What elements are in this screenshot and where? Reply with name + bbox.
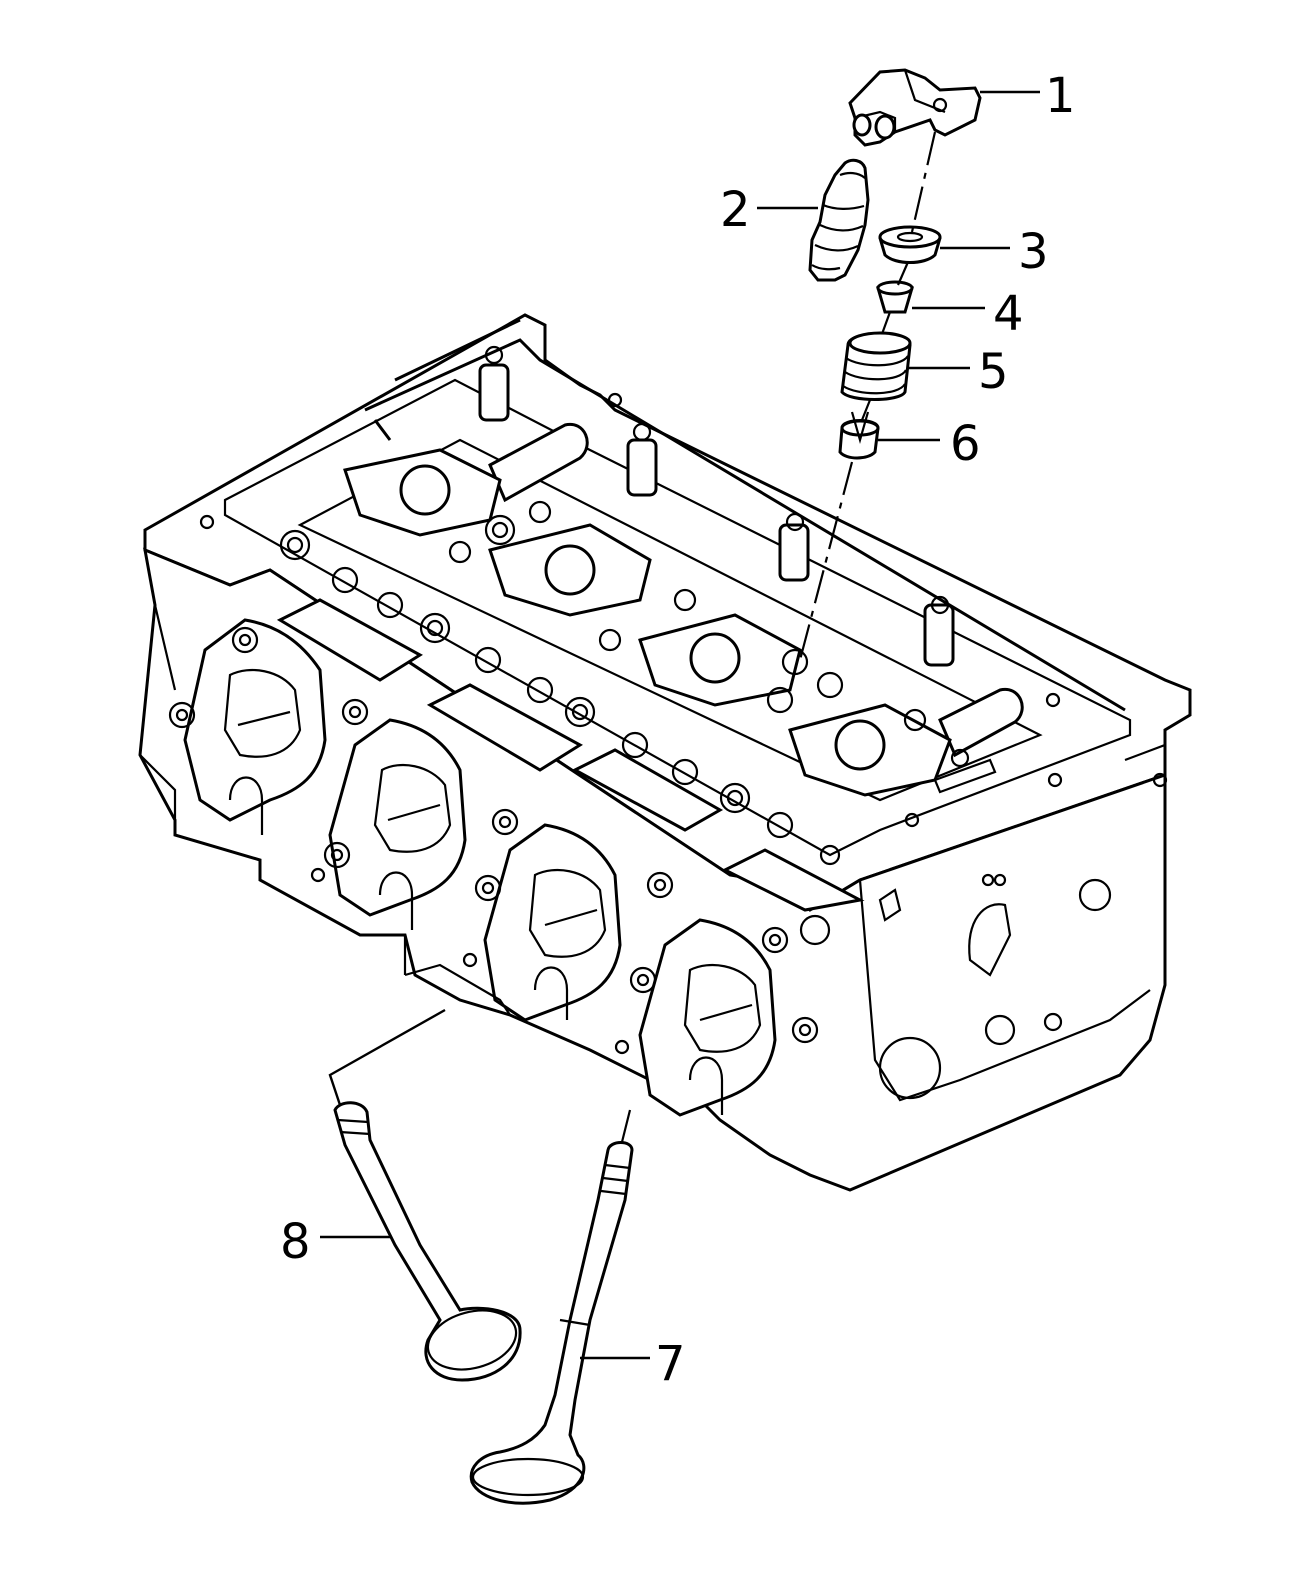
- callout-7: 7: [655, 1336, 686, 1392]
- callout-5: 5: [978, 344, 1009, 400]
- callout-1: 1: [1045, 68, 1076, 124]
- callout-2: 2: [720, 182, 751, 238]
- callout-3: 3: [1018, 224, 1049, 280]
- valve-cotters-part: [876, 280, 914, 314]
- short-valve-part: [333, 1101, 522, 1382]
- leader-lines: [320, 90, 1040, 1360]
- callout-8: 8: [280, 1214, 311, 1270]
- callout-4: 4: [993, 286, 1024, 342]
- valve-spring-part: [840, 331, 912, 401]
- roller-rocker-arm-part: [848, 68, 982, 147]
- cylinder-head: [138, 313, 1192, 1192]
- callout-numbers: 1 2 3 4 5 6 7 8: [280, 68, 1076, 1392]
- hydraulic-lifter-part: [808, 158, 870, 282]
- valve-stem-seal-part: [838, 411, 880, 460]
- spring-retainer-part: [878, 225, 942, 264]
- callout-6: 6: [950, 416, 981, 472]
- long-valve-part: [469, 1141, 634, 1505]
- centerlines: [328, 131, 937, 1143]
